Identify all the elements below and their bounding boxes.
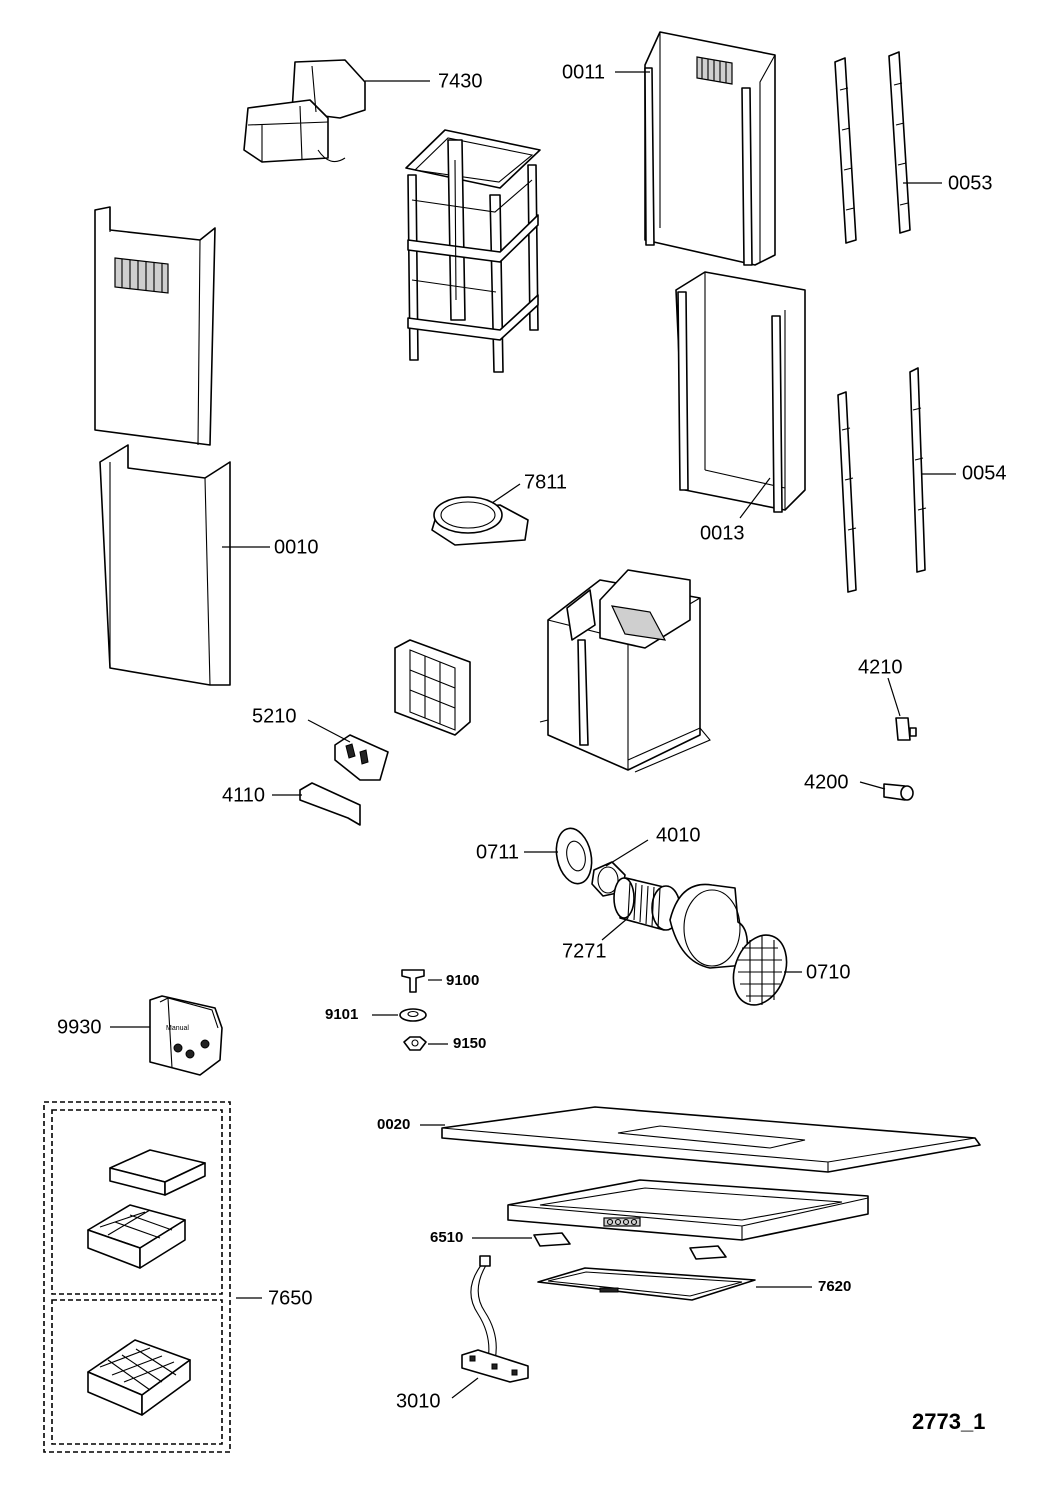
part-7430-duct-connector: 7430 <box>243 59 483 163</box>
part-4110-bracket: 4110 <box>222 782 361 826</box>
label-0011: 0011 <box>562 61 605 83</box>
support-frame <box>405 129 541 373</box>
label-3010: 3010 <box>396 1390 441 1412</box>
label-9150: 9150 <box>453 1035 486 1052</box>
part-0710-grille: 0710 <box>732 934 851 1006</box>
manual-text: Manual <box>166 1025 189 1032</box>
part-7620-grease-filter: 7620 <box>537 1267 851 1301</box>
charcoal-filter-box <box>394 639 471 736</box>
part-9150-nut: 9150 <box>403 1035 486 1052</box>
label-6510: 6510 <box>430 1229 463 1246</box>
blower-housing <box>669 883 749 969</box>
label-0020: 0020 <box>377 1116 410 1133</box>
label-0711: 0711 <box>476 841 519 863</box>
part-9100-screw: 9100 <box>401 969 479 993</box>
part-9930-manual-kit: Manual 9930 <box>57 995 223 1076</box>
label-4210: 4210 <box>858 656 903 678</box>
label-7650: 7650 <box>268 1287 313 1309</box>
part-3010-wiring-harness: 3010 <box>396 1255 529 1412</box>
part-0054-rails: 0054 <box>837 367 1007 593</box>
label-0013: 0013 <box>700 522 745 544</box>
part-0013-lower-chimney: 0013 <box>675 271 806 544</box>
part-9101-washer: 9101 <box>325 1006 427 1023</box>
part-0053-rails: 0053 <box>834 51 993 244</box>
upper-left-chimney-cover <box>94 206 216 446</box>
part-6510-light-lens: 6510 <box>430 1229 727 1260</box>
part-4200-lamp: 4200 <box>804 771 914 801</box>
label-9100: 9100 <box>446 972 479 989</box>
part-0011-upper-chimney: 0011 <box>562 31 776 266</box>
label-5210: 5210 <box>252 705 297 727</box>
motor-housing <box>539 569 711 773</box>
label-9930: 9930 <box>57 1016 102 1038</box>
canopy-body <box>507 1179 869 1241</box>
label-0054: 0054 <box>962 462 1007 484</box>
part-7811-collar: 7811 <box>431 471 567 546</box>
drawing-code: 2773_1 <box>912 1409 985 1434</box>
label-4010: 4010 <box>656 824 701 846</box>
part-0020-glass-panel: 0020 <box>377 1106 981 1173</box>
part-5210-pcb: 5210 <box>252 705 389 781</box>
part-7650-filter-kit: 7650 <box>43 1101 313 1453</box>
part-0711-motor-plate: 0711 <box>476 827 593 885</box>
label-7811: 7811 <box>524 471 567 493</box>
part-7271-impeller: 7271 <box>562 877 681 962</box>
label-7430: 7430 <box>438 70 483 92</box>
part-0010-lower-chimney: 0010 <box>99 444 319 686</box>
label-9101: 9101 <box>325 1006 358 1023</box>
label-4200: 4200 <box>804 771 849 793</box>
label-0710: 0710 <box>806 961 851 983</box>
label-0010: 0010 <box>274 536 319 558</box>
label-7271: 7271 <box>562 940 607 962</box>
part-4210-lamp-holder: 4210 <box>858 656 917 741</box>
label-4110: 4110 <box>222 784 265 806</box>
label-0053: 0053 <box>948 172 993 194</box>
label-7620: 7620 <box>818 1278 851 1295</box>
